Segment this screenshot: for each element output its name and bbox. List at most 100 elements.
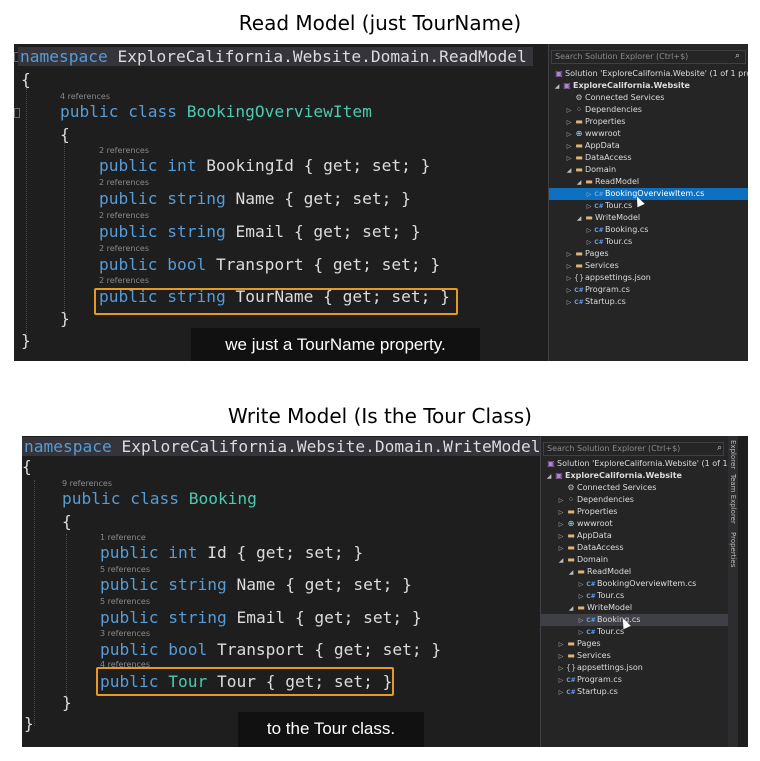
chevron-right-icon[interactable]: ▷ bbox=[558, 509, 564, 516]
prop-references[interactable]: 1 reference bbox=[100, 533, 146, 542]
chevron-right-icon[interactable]: ▷ bbox=[566, 131, 572, 138]
tree-item[interactable]: ⚙Connected Services bbox=[541, 482, 728, 494]
chevron-right-icon[interactable]: ▷ bbox=[586, 191, 592, 198]
tree-item[interactable]: ◢▬Domain bbox=[541, 554, 728, 566]
solution-search-input[interactable]: Search Solution Explorer (Ctrl+$) bbox=[551, 50, 746, 64]
tree-item[interactable]: ▷C#Startup.cs bbox=[541, 686, 728, 698]
tree-item[interactable]: ▷▬DataAccess bbox=[541, 542, 728, 554]
prop-references[interactable]: 4 references bbox=[100, 660, 150, 669]
chevron-down-icon[interactable]: ◢ bbox=[558, 557, 564, 564]
chevron-right-icon[interactable]: ▷ bbox=[578, 581, 584, 588]
chevron-right-icon[interactable]: ▷ bbox=[566, 299, 572, 306]
chevron-right-icon[interactable]: ▷ bbox=[586, 239, 592, 246]
tree-item-project[interactable]: ◢▣ExploreCalifornia.Website bbox=[541, 470, 728, 482]
chevron-down-icon[interactable]: ◢ bbox=[546, 473, 552, 480]
tree-item[interactable]: ⚙Connected Services bbox=[549, 92, 748, 104]
chevron-right-icon[interactable]: ▷ bbox=[558, 497, 564, 504]
chevron-right-icon[interactable]: ▷ bbox=[586, 203, 592, 210]
tree-item[interactable]: ▷▬Properties bbox=[541, 506, 728, 518]
chevron-right-icon[interactable]: ▷ bbox=[586, 227, 592, 234]
chevron-down-icon[interactable]: ◢ bbox=[576, 179, 582, 186]
chevron-right-icon[interactable]: ▷ bbox=[558, 665, 564, 672]
chevron-right-icon[interactable]: ▷ bbox=[566, 119, 572, 126]
tree-item[interactable]: ▷▬AppData bbox=[541, 530, 728, 542]
prop-references[interactable]: 2 references bbox=[99, 276, 149, 285]
side-tab-explorer[interactable]: Explorer bbox=[729, 440, 737, 470]
chevron-right-icon[interactable]: ▷ bbox=[558, 545, 564, 552]
tree-item[interactable]: ▷▬Services bbox=[541, 650, 728, 662]
code-editor[interactable]: namespace ExploreCalifornia.Website.Doma… bbox=[14, 44, 548, 361]
chevron-down-icon[interactable]: ◢ bbox=[568, 605, 574, 612]
chevron-right-icon[interactable]: ▷ bbox=[578, 617, 584, 624]
tree-item[interactable]: ▷▬Properties bbox=[549, 116, 748, 128]
tree-item[interactable]: ▷C#Booking.cs bbox=[549, 224, 748, 236]
prop-references[interactable]: 5 references bbox=[100, 565, 150, 574]
search-icon[interactable]: ⌕ bbox=[734, 51, 740, 61]
chevron-right-icon[interactable]: ▷ bbox=[566, 251, 572, 258]
tree-item-project[interactable]: ◢▣ExploreCalifornia.Website bbox=[549, 80, 748, 92]
chevron-right-icon[interactable]: ▷ bbox=[558, 641, 564, 648]
collapse-marker-icon[interactable] bbox=[14, 108, 20, 118]
tree-item-selected[interactable]: ▷C#BookingOverviewItem.cs bbox=[549, 188, 748, 200]
tree-item[interactable]: ▷C#Program.cs bbox=[549, 284, 748, 296]
prop-references[interactable]: 2 references bbox=[99, 178, 149, 187]
video-caption: to the Tour class. bbox=[238, 712, 424, 747]
chevron-down-icon[interactable]: ◢ bbox=[566, 167, 572, 174]
tree-item-solution[interactable]: ▣Solution 'ExploreCalifornia.Website' (1… bbox=[549, 68, 748, 80]
chevron-right-icon[interactable]: ▷ bbox=[558, 521, 564, 528]
chevron-down-icon[interactable]: ◢ bbox=[576, 215, 582, 222]
prop-references[interactable]: 2 references bbox=[99, 146, 149, 155]
chevron-right-icon[interactable]: ▷ bbox=[566, 155, 572, 162]
tree-item[interactable]: ▷C#Tour.cs bbox=[549, 200, 748, 212]
tree-item[interactable]: ▷⊕wwwroot bbox=[549, 128, 748, 140]
tree-item[interactable]: ◢▬WriteModel bbox=[541, 602, 728, 614]
tree-item-solution[interactable]: ▣Solution 'ExploreCalifornia.Website' (1… bbox=[541, 458, 738, 470]
side-tab-properties[interactable]: Properties bbox=[729, 532, 737, 568]
prop-references[interactable]: 2 references bbox=[99, 211, 149, 220]
chevron-right-icon[interactable]: ▷ bbox=[566, 107, 572, 114]
chevron-right-icon[interactable]: ▷ bbox=[578, 629, 584, 636]
tree-item[interactable]: ▷C#Tour.cs bbox=[549, 236, 748, 248]
tree-item[interactable]: ▷▬Pages bbox=[541, 638, 728, 650]
tree-item[interactable]: ▷{}appsettings.json bbox=[549, 272, 748, 284]
prop-references[interactable]: 3 references bbox=[100, 629, 150, 638]
tree-item[interactable]: ▷C#Startup.cs bbox=[549, 296, 748, 308]
prop-references[interactable]: 5 references bbox=[100, 597, 150, 606]
chevron-right-icon[interactable]: ▷ bbox=[566, 275, 572, 282]
tree-item[interactable]: ◢▬Domain bbox=[549, 164, 748, 176]
tree-item[interactable]: ▷C#Tour.cs bbox=[541, 626, 728, 638]
tree-item[interactable]: ▷▬DataAccess bbox=[549, 152, 748, 164]
chevron-down-icon[interactable]: ◢ bbox=[554, 83, 560, 90]
search-icon[interactable]: ⌕ bbox=[716, 443, 722, 453]
tree-item[interactable]: ▷C#BookingOverviewItem.cs bbox=[541, 578, 728, 590]
chevron-down-icon[interactable]: ◢ bbox=[568, 569, 574, 576]
chevron-right-icon[interactable]: ▷ bbox=[558, 677, 564, 684]
chevron-right-icon[interactable]: ▷ bbox=[558, 533, 564, 540]
chevron-right-icon[interactable]: ▷ bbox=[566, 287, 572, 294]
chevron-right-icon[interactable]: ▷ bbox=[558, 689, 564, 696]
class-references[interactable]: 4 references bbox=[60, 92, 110, 101]
tree-item-hovered[interactable]: ▷C#Booking.cs bbox=[541, 614, 728, 626]
side-tab-team-explorer[interactable]: Team Explorer bbox=[729, 474, 737, 524]
tree-item[interactable]: ▷C#Program.cs bbox=[541, 674, 728, 686]
tree-item[interactable]: ◢▬ReadModel bbox=[549, 176, 748, 188]
tree-item[interactable]: ◢▬WriteModel bbox=[549, 212, 748, 224]
tree-item[interactable]: ▷▬Pages bbox=[549, 248, 748, 260]
code-editor[interactable]: namespace ExploreCalifornia.Website.Doma… bbox=[22, 436, 540, 747]
tree-item[interactable]: ▷{}appsettings.json bbox=[541, 662, 728, 674]
tree-item[interactable]: ▷▬AppData bbox=[549, 140, 748, 152]
solution-search-input[interactable]: Search Solution Explorer (Ctrl+$) bbox=[543, 442, 724, 456]
tree-item[interactable]: ▷⊕wwwroot bbox=[541, 518, 728, 530]
chevron-right-icon[interactable]: ▷ bbox=[578, 593, 584, 600]
prop-references[interactable]: 2 references bbox=[99, 244, 149, 253]
class-references[interactable]: 9 references bbox=[62, 479, 112, 488]
chevron-right-icon[interactable]: ▷ bbox=[566, 143, 572, 150]
chevron-right-icon[interactable]: ▷ bbox=[558, 653, 564, 660]
tree-item[interactable]: ▷⁘Dependencies bbox=[549, 104, 748, 116]
tree-item[interactable]: ▷⁘Dependencies bbox=[541, 494, 728, 506]
tree-item[interactable]: ▷▬Services bbox=[549, 260, 748, 272]
property-line: public string TourName { get; set; } bbox=[99, 287, 450, 306]
tree-item[interactable]: ▷C#Tour.cs bbox=[541, 590, 728, 602]
chevron-right-icon[interactable]: ▷ bbox=[566, 263, 572, 270]
tree-item[interactable]: ◢▬ReadModel bbox=[541, 566, 728, 578]
